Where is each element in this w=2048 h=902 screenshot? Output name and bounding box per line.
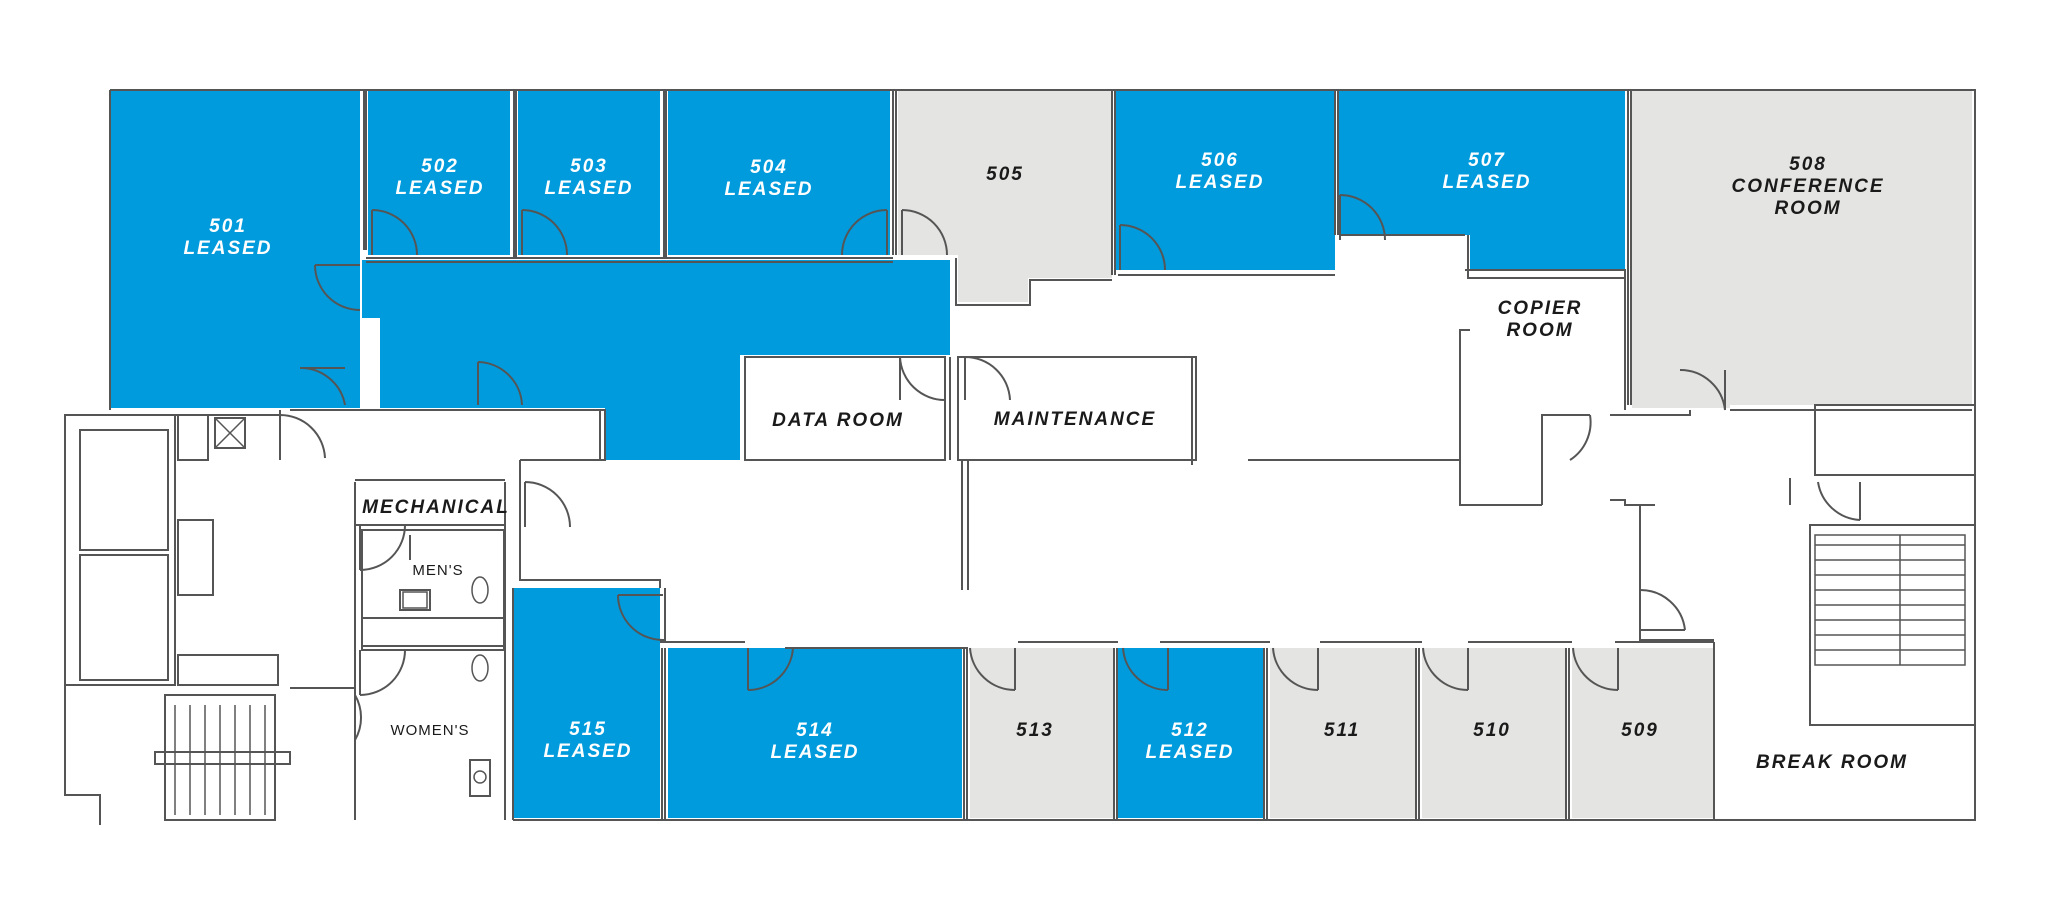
suite-506-area[interactable] — [1115, 90, 1335, 270]
suite-505-number: 505 — [986, 164, 1024, 185]
suite-506-status: LEASED — [1175, 172, 1264, 193]
suite-503-number: 503 — [570, 156, 608, 177]
suite-512-area[interactable] — [1118, 648, 1264, 818]
suite-508-number: 508 — [1789, 154, 1827, 175]
suite-508-line2: CONFERENCE — [1731, 176, 1884, 197]
suite-515-number: 515 — [569, 719, 607, 740]
leased-corridor-area — [362, 260, 950, 460]
suite-507-area[interactable] — [1338, 90, 1625, 270]
copier-room-label: COPIER — [1498, 298, 1583, 319]
suite-504-number: 504 — [750, 157, 788, 178]
suite-503-area[interactable] — [518, 90, 660, 255]
stairs — [174, 534, 1966, 815]
maintenance-label: MAINTENANCE — [994, 409, 1156, 430]
suite-502-area[interactable] — [368, 90, 510, 255]
suite-511-area[interactable] — [1270, 648, 1416, 818]
suite-508-area[interactable] — [1632, 90, 1972, 408]
suite-509-number: 509 — [1621, 720, 1659, 741]
labels: 501 LEASED 502 LEASED 503 LEASED 504 LEA… — [183, 150, 1908, 773]
suite-514-number: 514 — [796, 720, 834, 741]
suite-502-number: 502 — [421, 156, 459, 177]
suite-515-status: LEASED — [543, 741, 632, 762]
suite-501-area[interactable] — [110, 90, 360, 408]
suite-506-number: 506 — [1201, 150, 1239, 171]
suite-504-area[interactable] — [668, 90, 890, 255]
suite-504-status: LEASED — [724, 179, 813, 200]
suite-514-area[interactable] — [668, 648, 962, 818]
data-room-label: DATA ROOM — [772, 410, 904, 431]
sink-icon — [402, 591, 428, 609]
toilet-icon — [471, 576, 489, 604]
walls — [64, 89, 1976, 825]
suite-502-status: LEASED — [395, 178, 484, 199]
suite-512-status: LEASED — [1145, 742, 1234, 763]
sink-icon — [473, 770, 487, 784]
suite-514-status: LEASED — [770, 742, 859, 763]
door-swings — [279, 194, 1861, 741]
suite-507-number: 507 — [1468, 150, 1506, 171]
suite-507-status: LEASED — [1442, 172, 1531, 193]
suite-503-status: LEASED — [544, 178, 633, 199]
suite-510-area[interactable] — [1422, 648, 1566, 818]
copier-room-label-2: ROOM — [1506, 320, 1573, 341]
suite-fills — [110, 90, 1972, 818]
suite-509-area[interactable] — [1572, 648, 1714, 818]
suite-515-area[interactable] — [513, 588, 660, 818]
suite-513-area[interactable] — [970, 648, 1114, 818]
suite-501-status: LEASED — [183, 238, 272, 259]
suite-508-line3: ROOM — [1774, 198, 1841, 219]
suite-505-area[interactable] — [898, 90, 1112, 302]
suite-513-number: 513 — [1016, 720, 1054, 741]
suite-512-number: 512 — [1171, 720, 1209, 741]
suite-501-number: 501 — [209, 216, 247, 237]
mechanical-label: MECHANICAL — [362, 497, 510, 518]
toilet-icon — [471, 654, 489, 682]
restroom-fixtures — [214, 417, 489, 784]
mens-restroom-label: MEN'S — [412, 562, 463, 579]
break-room-label: BREAK ROOM — [1756, 752, 1908, 773]
suite-510-number: 510 — [1473, 720, 1511, 741]
suite-511-number: 511 — [1324, 720, 1360, 741]
womens-restroom-label: WOMEN'S — [390, 722, 469, 739]
